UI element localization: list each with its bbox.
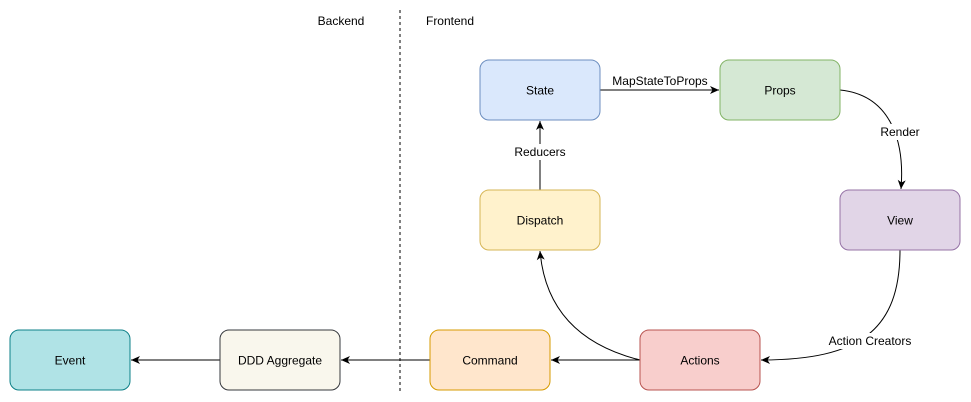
backend-section-label: Backend <box>318 14 365 28</box>
edge-label-action-creators: Action Creators <box>829 334 912 348</box>
svg-text:Dispatch: Dispatch <box>517 214 564 228</box>
dispatch-node[interactable]: Dispatch <box>479 189 601 251</box>
frontend-section-label: Frontend <box>426 14 474 28</box>
edge-props-view: Render <box>839 89 922 190</box>
svg-text:DDD Aggregate: DDD Aggregate <box>238 354 322 368</box>
ddd-aggregate-node[interactable]: DDD Aggregate <box>219 329 341 391</box>
props-node[interactable]: Props <box>719 59 841 121</box>
command-node[interactable]: Command <box>429 329 551 391</box>
view-node[interactable]: View <box>839 189 961 251</box>
svg-text:State: State <box>526 84 554 98</box>
state-node[interactable]: State <box>479 59 601 121</box>
event-node[interactable]: Event <box>9 329 131 391</box>
svg-text:Actions: Actions <box>680 354 719 368</box>
edge-label-reducers: Reducers <box>514 145 565 159</box>
svg-text:Command: Command <box>462 354 517 368</box>
edge-actions-dispatch <box>536 250 641 361</box>
svg-text:Props: Props <box>764 84 795 98</box>
edge-state-props: MapStateToProps <box>600 73 719 94</box>
edge-label-render: Render <box>880 125 919 139</box>
svg-text:Event: Event <box>55 354 86 368</box>
svg-text:View: View <box>887 214 913 228</box>
edge-dispatch-state: Reducers <box>510 121 570 190</box>
edge-label-mapstatetoprops: MapStateToProps <box>612 74 707 88</box>
edge-view-actions: Action Creators <box>760 249 914 364</box>
actions-node[interactable]: Actions <box>639 329 761 391</box>
